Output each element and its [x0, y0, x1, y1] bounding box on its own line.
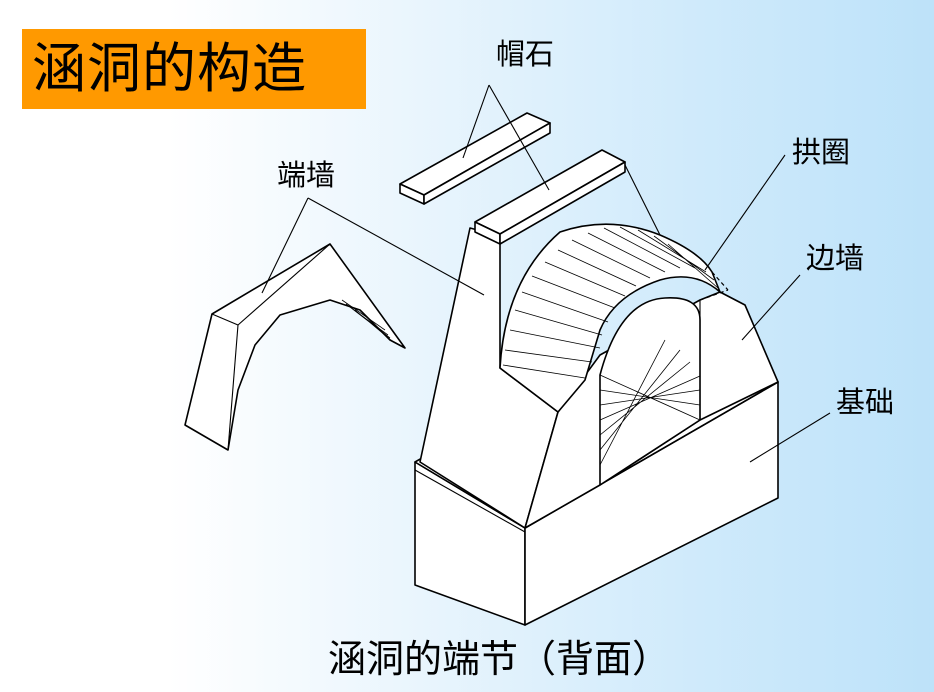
arch-opening	[599, 297, 701, 486]
diagram-caption: 涵洞的端节（背面）	[328, 637, 671, 681]
label-foundation: 基础	[836, 385, 895, 419]
arch-ring	[499, 223, 729, 413]
label-side-wall: 边墙	[806, 241, 865, 275]
label-arch-ring: 拱圈	[792, 135, 851, 169]
cap-stone-upper	[399, 112, 551, 205]
cap-stone-lower	[474, 149, 626, 245]
label-cap-stone: 帽石	[496, 37, 555, 71]
leader-lines	[261, 84, 831, 463]
page-title: 涵洞的构造	[32, 37, 307, 100]
end-wall-piece	[184, 243, 406, 451]
label-end-wall: 端墙	[277, 158, 336, 192]
title-banner: 涵洞的构造	[22, 29, 366, 109]
